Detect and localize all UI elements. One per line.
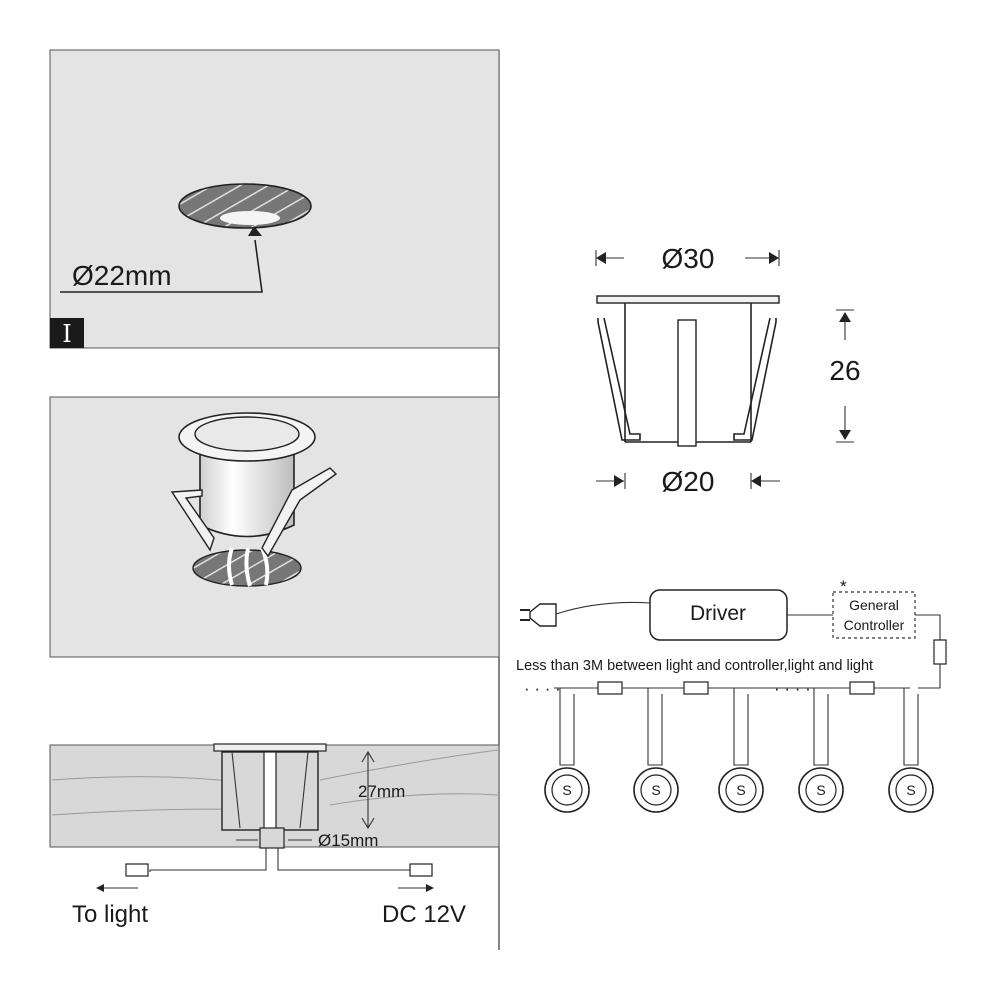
deck-light-4-lens: [805, 774, 837, 806]
hole-bottom-highlight: [220, 211, 280, 225]
arrow-to-power-head: [426, 884, 434, 892]
connector-right: [409, 863, 433, 877]
wood-grain: [51, 749, 499, 816]
deck-light-2-symbol: S: [651, 782, 660, 798]
deck-light-3: S: [718, 688, 764, 813]
height-dim-bottom-arrow: [839, 430, 851, 440]
deck-light-4-wire: [813, 688, 829, 766]
clip-section-right: [299, 751, 309, 829]
light-lens: [194, 416, 300, 452]
bottom-diameter-label: Ø20: [662, 466, 715, 497]
top-diameter-label: Ø30: [662, 243, 715, 274]
clip-section-left: [231, 751, 241, 829]
controller-label-line1: General: [849, 597, 899, 613]
depth-arrow-top: [361, 750, 375, 763]
wire-to-power: [277, 848, 410, 871]
arrow-to-light-head: [96, 884, 104, 892]
height-label: 26: [829, 355, 860, 386]
deck-light-5-lens: [895, 774, 927, 806]
driver-label: Driver: [690, 602, 746, 625]
panel-drill-hole: Ø22mm I: [49, 49, 500, 349]
dim-clip-right: [733, 317, 777, 441]
deck-light-3-symbol: S: [736, 782, 745, 798]
height-dim-top-arrow: [839, 312, 851, 322]
hole-leader-line: [60, 239, 263, 293]
connector-left: [125, 863, 149, 877]
deck-light-4: S: [798, 688, 844, 813]
controller-asterisk: *: [840, 577, 847, 596]
deck-light-1-wire: [559, 688, 575, 766]
to-light-label: To light: [72, 901, 148, 928]
deck-light-5: S: [888, 688, 934, 813]
bottom-dim-right-arrow: [751, 475, 761, 487]
controller-label-line2: Controller: [844, 617, 905, 633]
controller-output-cable: [915, 614, 941, 640]
light-rim: [596, 295, 780, 304]
bus-connector-2: [683, 681, 709, 695]
bus-connector-1: [597, 681, 623, 695]
spring-clip-right: [261, 467, 338, 558]
depth-label: 27mm: [358, 782, 405, 801]
power-plug: [529, 603, 557, 627]
controller-connector: [933, 639, 947, 665]
panel-insert-light: [49, 396, 500, 658]
deck-light-5-wire: [903, 688, 919, 766]
wiring-diagram: Driver * General Controller Less than 3M…: [516, 577, 947, 813]
deck-light-2-lens: [640, 774, 672, 806]
spring-clip-left: [170, 489, 215, 552]
dim-clip-left: [597, 317, 641, 441]
top-dim-left-arrow: [596, 252, 606, 264]
deck-light-2: S: [633, 688, 679, 813]
bore-hole: [259, 827, 285, 849]
power-cable: [555, 601, 651, 615]
deck-light-1: S: [544, 688, 590, 813]
ellipsis-left: · · · ·: [524, 679, 561, 698]
deck-light-5-symbol: S: [906, 782, 915, 798]
light-center-post: [677, 319, 697, 447]
hole-leader-arrow: [248, 226, 262, 236]
distance-note: Less than 3M between light and controlle…: [516, 658, 873, 674]
center-post: [263, 751, 277, 831]
bus-connector-3: [849, 681, 875, 695]
light-flange-section: [213, 743, 327, 752]
wire-to-light: [149, 848, 267, 872]
step-badge-text: I: [62, 320, 71, 348]
panel-cross-section: 27mm Ø15mm To light DC 12V: [49, 656, 500, 928]
deck-light-1-symbol: S: [562, 782, 571, 798]
controller-feed-line: [918, 664, 941, 689]
deck-light-3-wire: [733, 688, 749, 766]
light-wires: [227, 547, 270, 587]
deck-light-4-symbol: S: [816, 782, 825, 798]
deck-light-1-lens: [551, 774, 583, 806]
dimension-drawing: Ø30 26 Ø20: [595, 243, 861, 497]
depth-arrow-bottom: [361, 817, 375, 830]
deck-light-2-wire: [647, 688, 663, 766]
hole-diameter-label: Ø22mm: [72, 260, 172, 291]
top-dim-right-arrow: [769, 252, 779, 264]
dc-12v-label: DC 12V: [382, 901, 466, 928]
deck-light-3-lens: [725, 774, 757, 806]
bore-label: Ø15mm: [318, 831, 378, 850]
step-badge: [50, 318, 84, 348]
bottom-dim-left-arrow: [614, 475, 624, 487]
